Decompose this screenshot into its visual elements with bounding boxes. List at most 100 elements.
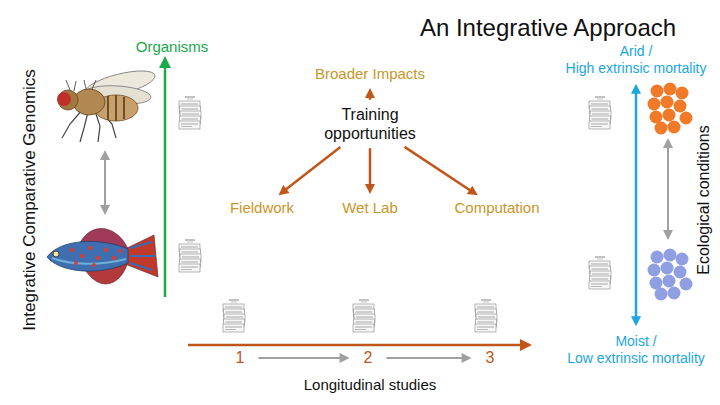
- axis-line: [164, 66, 167, 297]
- comparison-arrow: [663, 138, 673, 240]
- genome-stack-icon: [475, 300, 497, 332]
- label-holder: Ecological conditions: [695, 125, 713, 274]
- fish-illustration: [47, 228, 158, 283]
- arrow-shaft: [258, 357, 341, 359]
- arrowhead: [365, 184, 375, 194]
- population-dot: [674, 266, 687, 279]
- arrowhead: [467, 186, 478, 196]
- genome-stack-icon: [589, 257, 611, 289]
- axis-line: [188, 344, 522, 347]
- arrowhead: [159, 56, 171, 68]
- label-holder: Integrative Comparative Genomics: [20, 69, 40, 331]
- text-line: 2: [364, 348, 373, 367]
- node-text: Training opportunities: [316, 105, 424, 143]
- node-text: Moist / Low extrinsic mortality: [567, 333, 705, 367]
- text-line: Training opportunities: [316, 105, 424, 143]
- fly-leg: [80, 112, 88, 142]
- fish-spot: [92, 263, 96, 267]
- fish-spot: [70, 248, 74, 252]
- node-text: Broader Impacts: [315, 65, 425, 83]
- population-dot: [651, 251, 664, 264]
- fly-leg: [62, 110, 82, 138]
- connector-arrow: [365, 148, 375, 194]
- axis-title: Integrative Comparative Genomics: [20, 69, 40, 331]
- fly-illustration: [57, 66, 157, 142]
- arrow-shaft: [386, 357, 463, 359]
- arrowhead: [462, 353, 472, 363]
- connector-arrow: [405, 147, 478, 196]
- training-hub: Training opportunities: [314, 103, 426, 145]
- condition-label: Moist / Low extrinsic mortality: [565, 331, 707, 369]
- fly-bristles: [66, 80, 96, 91]
- population-dot: [651, 85, 664, 98]
- node-text: Wet Lab: [342, 199, 398, 217]
- training-label: Computation: [452, 197, 541, 219]
- arrow-shaft: [104, 158, 106, 207]
- fish-spot: [118, 249, 122, 253]
- arrowhead: [340, 353, 350, 363]
- population-dot: [663, 109, 676, 122]
- text-line: High extrinsic mortality: [566, 60, 707, 77]
- arrow-shaft: [667, 146, 669, 232]
- time-point: 2: [362, 346, 375, 369]
- population-dot: [674, 100, 687, 113]
- impact-label: Broader Impacts: [313, 63, 427, 85]
- population-dot: [661, 262, 674, 275]
- time-point: 3: [484, 346, 497, 369]
- node-text: Computation: [454, 199, 539, 217]
- connector-arrow: [631, 84, 641, 326]
- fish-spots: [70, 246, 122, 267]
- arrow-shaft: [405, 147, 472, 191]
- arrowhead: [631, 316, 641, 326]
- genome-stack-icon: [179, 97, 201, 129]
- population-dot: [664, 249, 677, 262]
- arrow-shaft: [369, 148, 372, 186]
- axis-label: Organisms: [136, 38, 209, 55]
- fly-stripes: [108, 95, 124, 121]
- connector-arrow: [365, 88, 375, 100]
- fish-tail: [125, 235, 158, 277]
- label-holder: Organisms: [136, 38, 209, 55]
- genome-stack-icon: [179, 240, 201, 272]
- population-dot: [668, 287, 681, 300]
- population-dot: [680, 278, 693, 291]
- genome-stack-icon: [223, 300, 245, 332]
- moist-population-cluster: [648, 249, 693, 301]
- label-holder: Longitudinal studies: [304, 376, 437, 393]
- arrow-shaft: [285, 147, 341, 190]
- population-dot: [676, 253, 689, 266]
- fish-body: [47, 241, 128, 271]
- genome-stack-icon: [353, 300, 375, 332]
- node-text: 2: [364, 348, 373, 367]
- text-line: Low extrinsic mortality: [567, 350, 705, 367]
- fish-spot: [80, 254, 84, 258]
- fish-spot: [96, 256, 100, 260]
- fish-spot: [104, 248, 108, 252]
- arrowhead: [100, 205, 110, 215]
- node-text: 3: [486, 348, 495, 367]
- training-label: Wet Lab: [340, 197, 400, 219]
- node-text: Fieldwork: [230, 199, 294, 217]
- arrowhead: [631, 84, 641, 94]
- text-line: Arid /: [566, 43, 707, 60]
- arrowhead: [279, 185, 290, 195]
- connector-arrow: [386, 353, 471, 363]
- fish-spot: [74, 261, 78, 265]
- population-dot: [648, 264, 661, 277]
- text-line: 3: [486, 348, 495, 367]
- fly-head: [58, 90, 78, 110]
- population-dot: [676, 87, 689, 100]
- connector-arrow: [258, 353, 349, 363]
- organisms-axis: [159, 56, 171, 297]
- axis-title: Longitudinal studies: [304, 376, 437, 393]
- comparison-arrow: [100, 150, 110, 215]
- diagram-title: An Integrative Approach: [420, 14, 676, 42]
- text-line: Computation: [454, 199, 539, 217]
- text-line: Broader Impacts: [315, 65, 425, 83]
- fish-spot: [88, 246, 92, 250]
- population-dot: [663, 275, 676, 288]
- node-text: Arid / High extrinsic mortality: [566, 43, 707, 77]
- arrow-shaft: [635, 92, 638, 318]
- arrowhead: [663, 230, 673, 240]
